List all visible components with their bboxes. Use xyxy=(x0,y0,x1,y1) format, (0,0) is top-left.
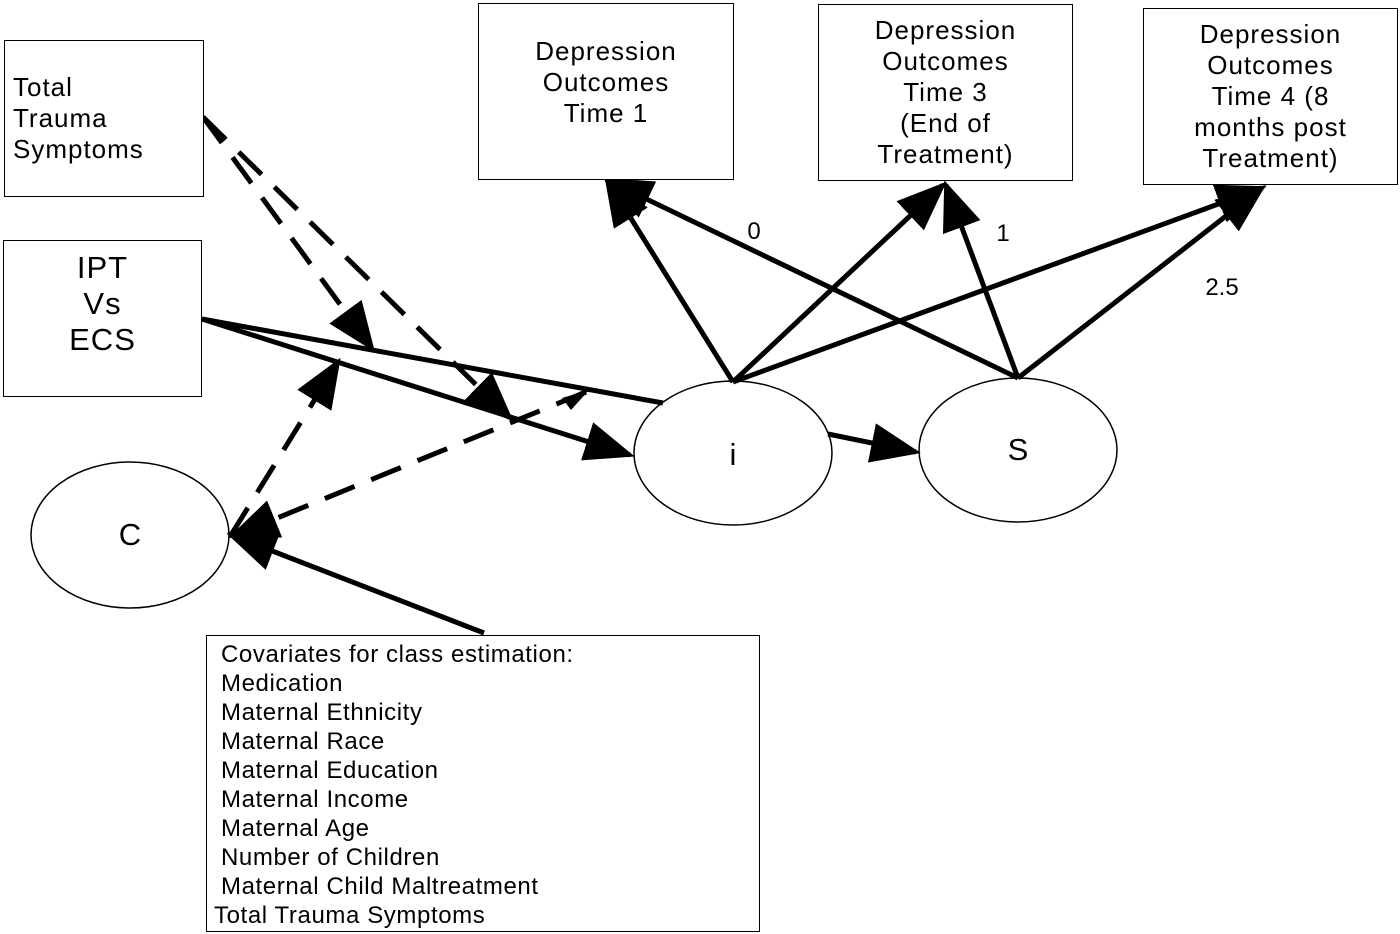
outcome-label: months post xyxy=(1194,112,1347,142)
treatment-label: IPT xyxy=(76,249,129,285)
class-node-label: C xyxy=(118,517,142,552)
covariate-item: Medication xyxy=(221,670,344,697)
covariates-title: Covariates for class estimation: xyxy=(221,641,574,668)
covariate-item: Maternal Education xyxy=(221,757,439,784)
treatment-label: ECS xyxy=(69,321,136,357)
covariate-item: Total Trauma Symptoms xyxy=(214,902,486,929)
trauma-label: Symptoms xyxy=(13,134,144,164)
outcome-box-time3: Depression Outcomes Time 3 (End of Treat… xyxy=(818,4,1073,181)
outcome-label: Treatment) xyxy=(1202,143,1339,173)
covariate-item: Maternal Income xyxy=(221,786,409,813)
covariate-item: Maternal Child Maltreatment xyxy=(221,873,539,900)
trauma-symptoms-box: Total Trauma Symptoms xyxy=(4,40,204,197)
covariate-item: Maternal Age xyxy=(221,815,370,842)
outcome-label: Depression xyxy=(1199,19,1342,49)
arrow-s-to-time4 xyxy=(1016,184,1266,380)
arrow-i-to-time3 xyxy=(731,181,947,384)
loading-label-time3: 1 xyxy=(996,220,1010,247)
arrow-treatment-to-i xyxy=(201,316,635,461)
outcome-label: Time 4 (8 xyxy=(1211,81,1330,111)
covariates-box: Covariates for class estimation: Medicat… xyxy=(206,635,760,932)
outcome-label: Treatment) xyxy=(877,139,1014,169)
covariate-item: Number of Children xyxy=(221,844,440,871)
trauma-label: Trauma xyxy=(13,103,108,133)
covariate-item: Maternal Ethnicity xyxy=(221,699,423,726)
treatment-label: Vs xyxy=(83,285,122,321)
dashed-c-path-arrowhead xyxy=(562,390,589,410)
arrow-i-to-time4 xyxy=(732,184,1267,385)
outcome-label: Outcomes xyxy=(542,67,670,97)
outcome-label: Outcomes xyxy=(882,46,1009,76)
dashed-trauma-path-a xyxy=(200,115,375,353)
treatment-box: IPT Vs ECS xyxy=(3,240,202,397)
outcome-box-time1: Depression Outcomes Time 1 xyxy=(478,3,734,180)
outcome-label: Depression xyxy=(535,36,677,66)
dashed-c-to-intercept-path xyxy=(228,389,587,539)
dashed-c-to-treatment-path xyxy=(228,357,341,537)
outcome-label: Time 1 xyxy=(563,98,649,128)
loading-label-time1: 0 xyxy=(747,218,761,245)
arrow-i-to-s xyxy=(827,423,921,463)
loading-label-time4: 2.5 xyxy=(1205,274,1239,301)
covariate-item: Maternal Race xyxy=(221,728,385,755)
outcome-label: Outcomes xyxy=(1207,50,1334,80)
dashed-trauma-path-b xyxy=(201,115,514,422)
outcome-box-time4: Depression Outcomes Time 4 (8 months pos… xyxy=(1143,8,1398,185)
outcome-label: Depression xyxy=(874,15,1017,45)
intercept-node-label: i xyxy=(729,437,737,472)
outcome-label: Time 3 xyxy=(903,77,988,107)
slope-node-label: S xyxy=(1007,432,1029,467)
arrow-s-to-time1 xyxy=(602,177,1020,381)
trauma-label: Total xyxy=(13,72,73,102)
outcome-label: (End of xyxy=(900,108,991,138)
arrow-covariates-to-c xyxy=(226,532,485,636)
line-treatment-to-s xyxy=(201,316,664,406)
arrow-s-to-time3 xyxy=(942,180,1021,379)
